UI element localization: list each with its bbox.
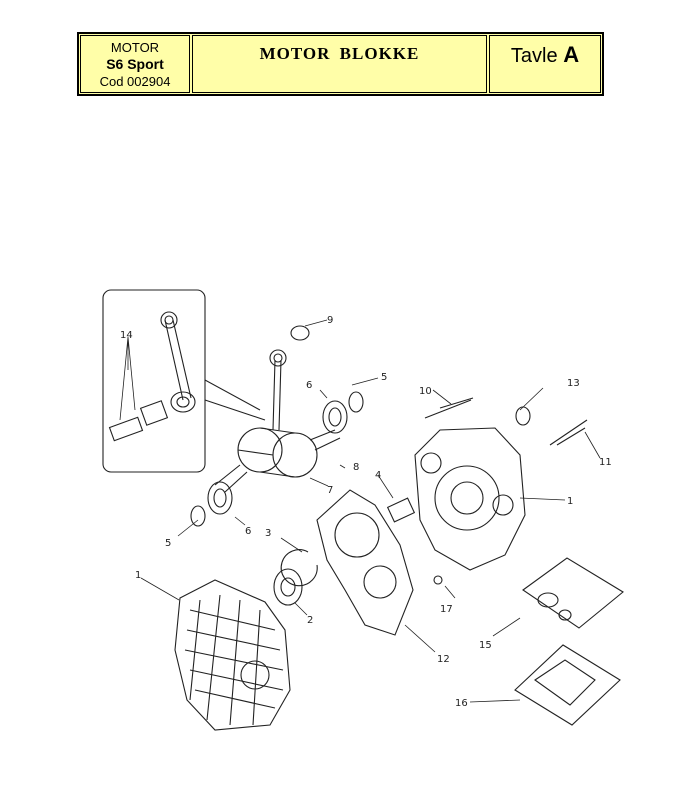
callout-8: 8 xyxy=(353,462,359,473)
callout-14: 14 xyxy=(120,330,133,341)
page-title: MOTOR BLOKKE xyxy=(192,35,487,93)
callout-17: 17 xyxy=(440,604,453,615)
connecting-rod-inset xyxy=(102,289,266,473)
callout-7: 7 xyxy=(327,485,333,496)
leader-lines xyxy=(119,319,601,703)
callout-11: 11 xyxy=(599,457,612,468)
callout-1b: 1 xyxy=(135,570,141,581)
plate-label: Tavle A xyxy=(489,35,601,93)
plate-word: Tavle xyxy=(510,45,558,67)
callout-4: 4 xyxy=(375,470,381,481)
left-crankcase xyxy=(174,579,291,731)
callout-5b: 5 xyxy=(165,538,171,549)
engine-info-cell: MOTOR S6 Sport Cod 002904 xyxy=(80,35,190,93)
callout-5a: 5 xyxy=(381,372,387,383)
callout-16: 16 xyxy=(455,698,468,709)
callout-6b: 6 xyxy=(245,526,251,537)
gasket xyxy=(316,489,414,636)
callout-1a: 1 xyxy=(567,496,573,507)
parts-kits xyxy=(514,557,624,726)
callout-numbers: 14 9 6 5 10 13 11 4 8 7 1 5 6 3 1 2 17 1… xyxy=(120,315,612,709)
part-code: Cod 002904 xyxy=(99,73,171,89)
callout-13: 13 xyxy=(567,378,580,389)
callout-2: 2 xyxy=(307,615,313,626)
plate-letter: A xyxy=(563,42,580,67)
callout-3: 3 xyxy=(265,528,271,539)
studs xyxy=(439,397,586,446)
model-name: S6 Sport xyxy=(106,55,164,72)
header-table: MOTOR S6 Sport Cod 002904 MOTOR BLOKKE T… xyxy=(77,32,604,96)
crankshaft xyxy=(214,349,341,493)
callout-9: 9 xyxy=(327,315,333,326)
right-crankcase xyxy=(414,427,526,571)
engine-label: MOTOR xyxy=(110,39,160,55)
callout-15: 15 xyxy=(479,640,492,651)
callout-12: 12 xyxy=(437,654,450,665)
callout-10: 10 xyxy=(419,386,432,397)
exploded-engine-diagram: 14 9 6 5 10 13 11 4 8 7 1 5 6 3 1 2 17 1… xyxy=(102,289,624,731)
bearings xyxy=(190,325,588,606)
callout-6a: 6 xyxy=(306,380,312,391)
